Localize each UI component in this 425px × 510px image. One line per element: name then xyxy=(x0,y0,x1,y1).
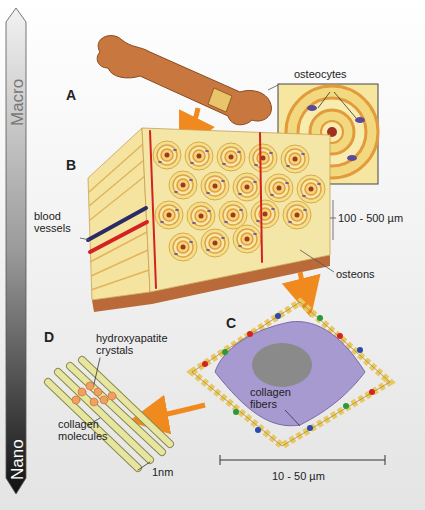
panel-letter: D xyxy=(44,330,64,345)
dimension: 10 - 50 µm xyxy=(272,470,362,482)
femur xyxy=(97,36,280,125)
part-name: osteons xyxy=(336,268,406,280)
part-name: hydroxyapatite crystals xyxy=(96,332,196,356)
dimension: 1nm xyxy=(152,466,192,478)
osteocyte-cell xyxy=(192,302,390,465)
part-name: collagen molecules xyxy=(58,418,128,442)
part-name: collagen fibers xyxy=(250,386,320,410)
scale-bar: MacroNano xyxy=(6,8,26,494)
part-name: blood vessels xyxy=(34,210,82,234)
osteon-block xyxy=(80,128,336,312)
collagen-molecules xyxy=(48,358,170,470)
panel-letter: C xyxy=(226,316,246,331)
panel-letter: A xyxy=(66,88,86,103)
dimension: 100 - 500 µm xyxy=(338,212,424,224)
scale-nano: Nano xyxy=(8,439,28,480)
panel-letter: B xyxy=(66,158,86,173)
part-name: osteocytes xyxy=(294,68,384,80)
scale-macro: Macro xyxy=(8,79,28,126)
